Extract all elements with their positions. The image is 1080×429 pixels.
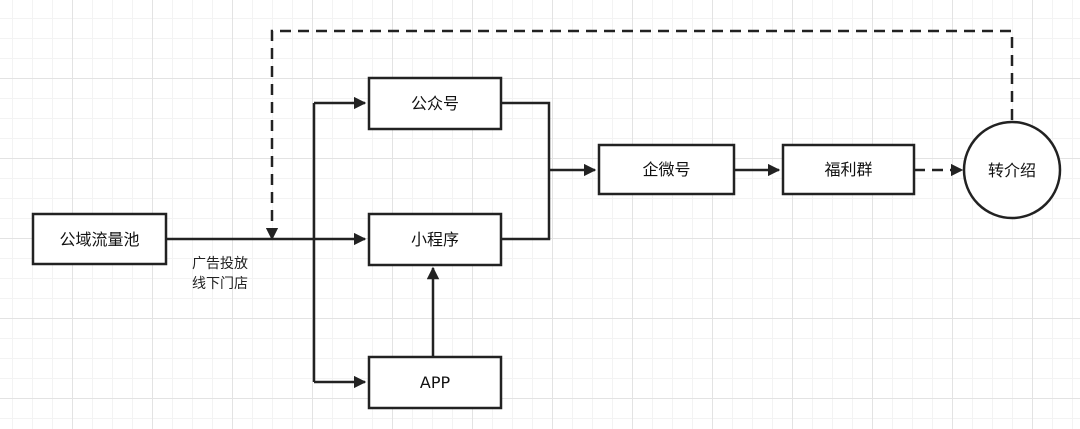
edge-label-ads: 广告投放 [192,256,248,272]
edge-official-account-merge [501,101,551,241]
node-wecom[interactable]: 企微号 [597,143,736,196]
node-mini-program-label: 小程序 [411,230,459,249]
node-official-account-label: 公众号 [411,94,459,113]
edges [166,29,1014,389]
node-welfare-group[interactable]: 福利群 [781,143,916,196]
node-referral-label: 转介绍 [988,161,1036,180]
node-app[interactable]: APP [367,355,503,410]
node-welfare-group-label: 福利群 [824,160,872,179]
node-official-account[interactable]: 公众号 [367,76,503,131]
node-mini-program[interactable]: 小程序 [367,212,503,267]
node-app-label: APP [420,373,451,392]
edge-label-offline-store: 线下门店 [192,276,248,292]
node-public-pool[interactable]: 公域流量池 [31,212,168,266]
node-wecom-label: 企微号 [642,160,690,179]
node-public-pool-label: 公域流量池 [59,230,139,249]
edge-referral-loop-back [265,29,1014,241]
node-referral[interactable]: 转介绍 [962,120,1062,220]
